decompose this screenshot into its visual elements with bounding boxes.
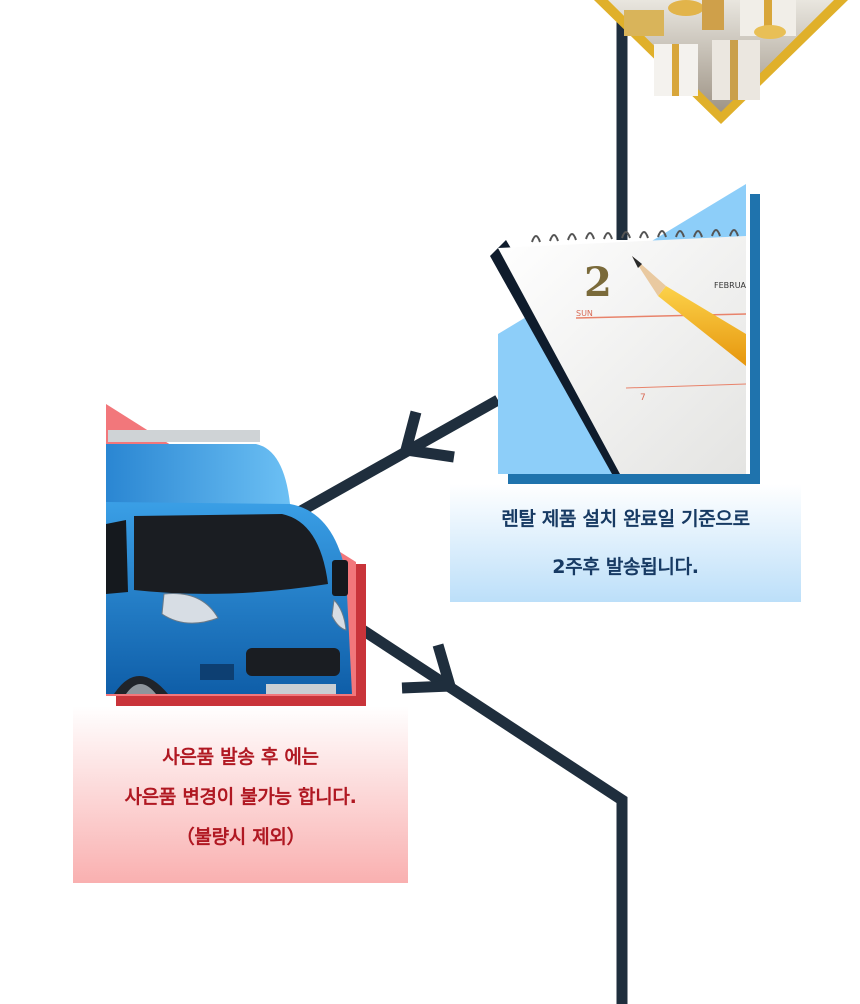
calendar-next-row-number: 7 xyxy=(640,393,646,403)
calendar-pencil-icon: 2 SUN FEBRUA 7 xyxy=(490,184,760,484)
delivery-truck-icon xyxy=(106,404,366,706)
truck-caption: 사은품 발송 후 에는 사은품 변경이 불가능 합니다. （불량시 제외） xyxy=(73,706,408,883)
truck-caption-line2: 사은품 변경이 불가능 합니다. xyxy=(124,785,357,808)
flow-line-to-truck xyxy=(282,395,501,525)
truck-caption-line3: （불량시 제외） xyxy=(175,825,306,848)
calendar-page-number: 2 xyxy=(584,259,612,306)
truck-illustration xyxy=(106,404,368,708)
calendar-caption: 렌탈 제품 설치 완료일 기준으로 2주후 발송됩니다. xyxy=(450,484,801,602)
calendar-month-label: FEBRUA xyxy=(714,281,747,290)
calendar-illustration: 2 SUN FEBRUA 7 xyxy=(486,184,762,486)
calendar-caption-line1: 렌탈 제품 설치 완료일 기준으로 xyxy=(501,508,750,530)
calendar-caption-line2: 2주후 발송됩니다. xyxy=(552,556,699,578)
arrow-head-left xyxy=(399,410,455,463)
arrow-head-down xyxy=(401,643,458,694)
gift-boxes-icon xyxy=(594,0,848,124)
truck-caption-line1: 사은품 발송 후 에는 xyxy=(162,745,319,768)
calendar-day-label: SUN xyxy=(576,309,593,318)
